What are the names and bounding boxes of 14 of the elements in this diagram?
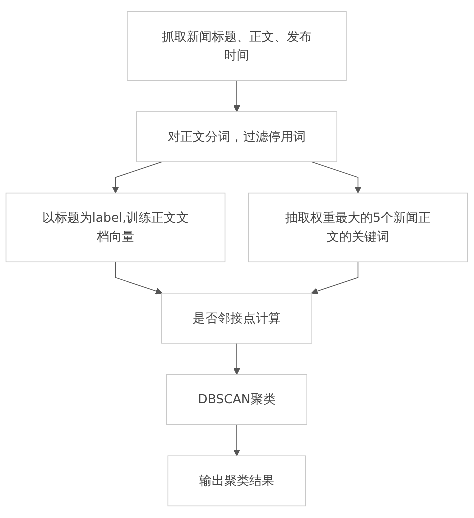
arrow — [234, 80, 240, 112]
node-box: 对正文分词，过滤停用词 — [136, 112, 338, 162]
arrow — [234, 343, 240, 376]
node-box: 抽取权重最大的5个新闻正文的关键词 — [248, 192, 468, 263]
node-box: 输出聚类结果 — [168, 456, 306, 507]
arrow — [311, 262, 359, 295]
node-box: 抓取新闻标题、正文、发布时间 — [127, 11, 347, 82]
arrow — [115, 262, 163, 295]
arrow — [112, 162, 163, 194]
node-box: 是否邻接点计算 — [162, 293, 312, 344]
arrow — [234, 424, 240, 456]
node-box: 以标题为label,训练正文文档向量 — [6, 192, 226, 263]
node-box: DBSCAN聚类 — [166, 374, 308, 426]
arrow — [311, 162, 362, 194]
